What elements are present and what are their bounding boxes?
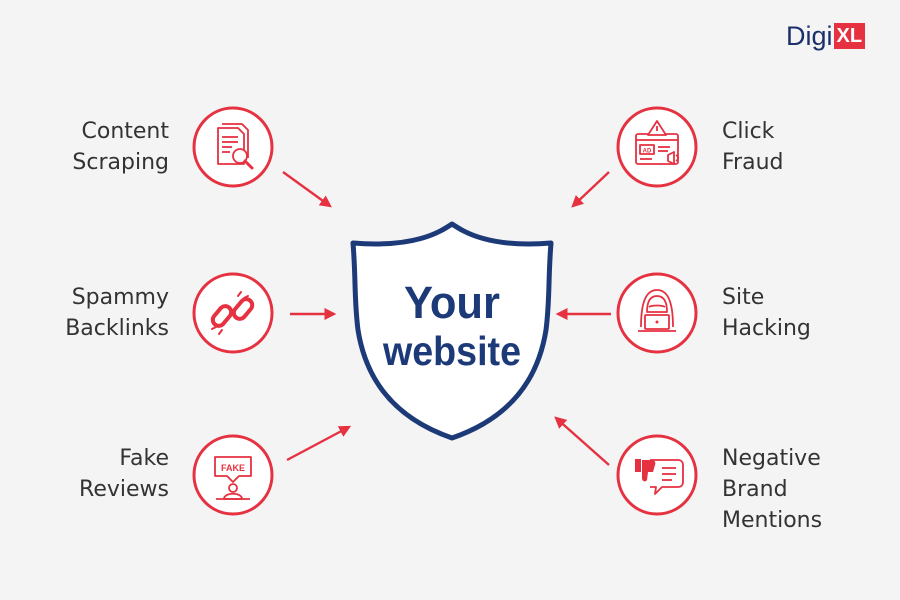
label-content-scraping: Content Scraping [72, 116, 169, 178]
label-site-hacking: Site Hacking [722, 282, 811, 344]
label-spammy-backlinks: Spammy Backlinks [65, 282, 169, 344]
center-title-line2: website [382, 328, 521, 374]
arrow-fake-reviews [286, 425, 352, 462]
arrow-negative-brand-mentions [554, 416, 610, 466]
hacker-icon [638, 289, 676, 332]
label-line: Fake [119, 446, 169, 471]
fake-review-icon: FAKE [214, 456, 252, 500]
arrow-content-scraping [282, 171, 332, 208]
label-line: Hacking [722, 316, 811, 341]
label-line: Reviews [79, 477, 169, 502]
center-title-line1: Your [404, 277, 500, 328]
label-line: Mentions [722, 508, 823, 533]
ad-tag-text: AD [643, 149, 652, 155]
label-negative-brand-mentions: Negative Brand Mentions [722, 443, 822, 536]
label-line: Site [722, 285, 765, 310]
label-click-fraud: Click Fraud [722, 116, 784, 178]
thumbs-down-chat-icon [635, 459, 684, 495]
arrow-click-fraud [571, 171, 610, 208]
arrows [282, 171, 611, 466]
fake-bubble-text: FAKE [221, 463, 245, 473]
document-search-icon [217, 123, 254, 170]
label-line: Content [81, 119, 170, 144]
label-line: Backlinks [65, 316, 169, 341]
ad-warning-icon: AD [635, 120, 680, 165]
label-line: Spammy [71, 285, 169, 310]
shield: Your website [350, 221, 554, 441]
label-line: Click [722, 119, 775, 144]
logo-badge: XL [833, 23, 866, 49]
label-line: Scraping [72, 150, 169, 175]
shield-outline [350, 221, 554, 441]
label-line: Brand [722, 477, 788, 502]
label-line: Negative [722, 446, 821, 471]
logo-text: Digi [786, 20, 833, 51]
circle-site-hacking [616, 272, 698, 354]
label-fake-reviews: Fake Reviews [79, 443, 169, 505]
digixl-logo: Digi XL [786, 20, 866, 52]
label-line: Fraud [722, 150, 784, 175]
broken-link-icon [210, 291, 255, 335]
